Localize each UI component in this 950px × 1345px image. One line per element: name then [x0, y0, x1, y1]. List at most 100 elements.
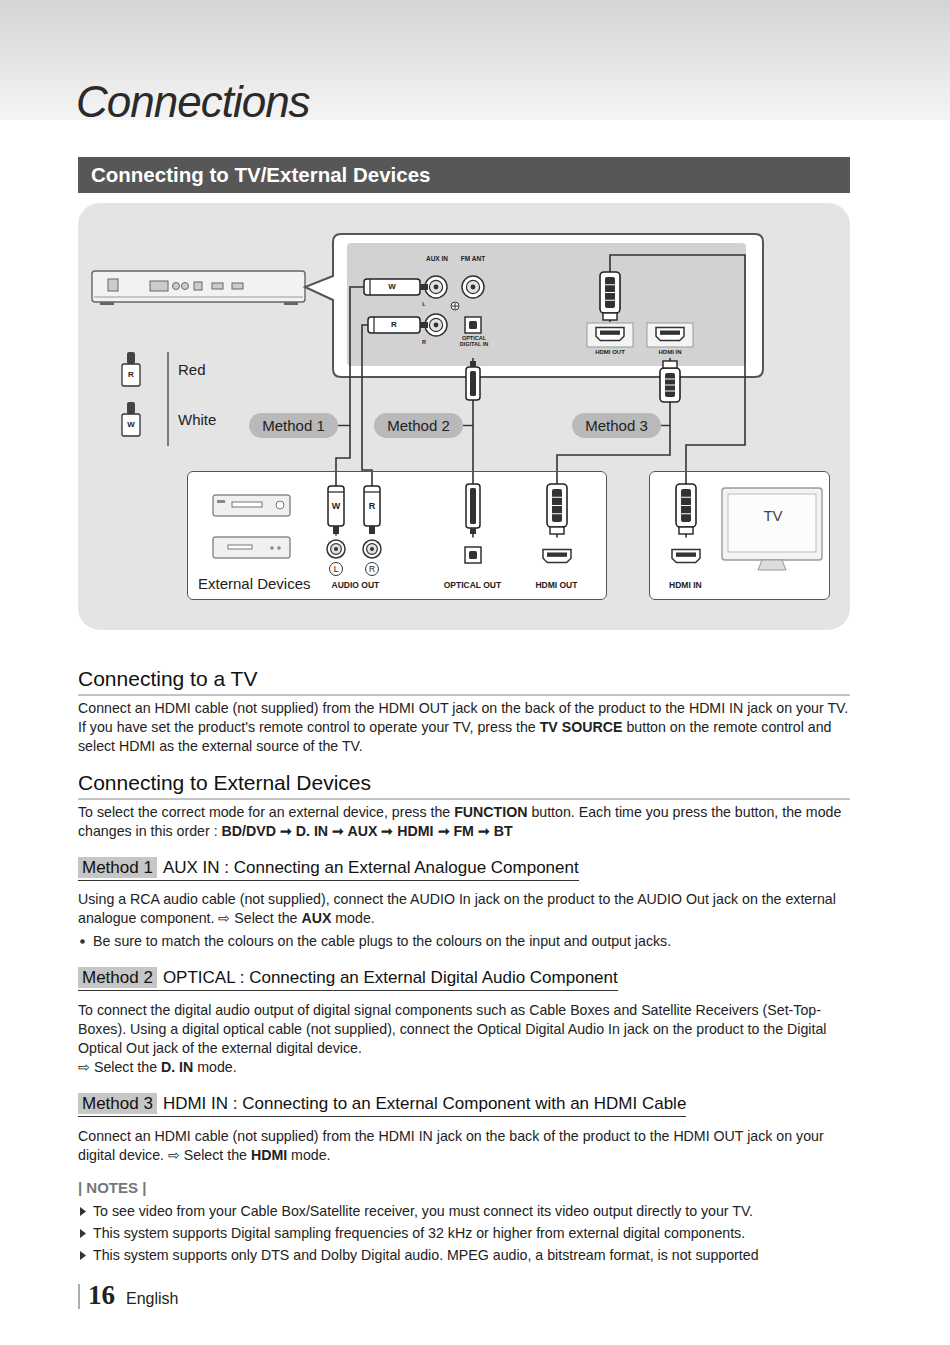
label-stub — [661, 425, 670, 426]
hdmi-plug-ridge — [681, 513, 691, 514]
rear-panel — [347, 243, 746, 366]
hdmi-plug-grip — [665, 373, 675, 397]
tv-illustration — [722, 488, 822, 570]
text: This system supports Digital sampling fr… — [93, 1225, 745, 1241]
node-label: HDMI OUT — [524, 581, 588, 590]
text-block: ⇨ Select the D. IN mode. — [78, 1058, 850, 1077]
tv-stand — [758, 560, 786, 570]
hdmi-plug-ridge — [552, 513, 562, 514]
plug-letter: W — [387, 283, 397, 291]
rca-jack — [425, 276, 447, 298]
node-label: OPTICAL OUT — [439, 581, 505, 590]
hdmi-tile — [587, 323, 633, 347]
rca-plug — [364, 279, 420, 295]
hdmi-jack-slot — [676, 553, 696, 557]
rca-plug-collar — [369, 279, 370, 295]
tv-screen — [728, 494, 816, 552]
rca-jack-pin — [471, 285, 476, 290]
diagram-title: Connecting to TV/External Devices — [91, 157, 430, 193]
text-block: Connect an HDMI cable (not supplied) fro… — [78, 1127, 850, 1165]
label-stub — [463, 425, 473, 426]
plug-letter: W — [331, 502, 342, 511]
optical-in-jack: OPTICAL DIGITAL IN — [457, 307, 491, 358]
rca-plug — [368, 317, 420, 333]
optical-jack-port — [469, 551, 477, 559]
legend-plug-pin — [127, 402, 135, 414]
cable-connector — [557, 358, 670, 537]
method-label: Method 3 — [572, 413, 661, 438]
node-label: HDMI IN — [653, 581, 717, 590]
text-block: To see video from your Cable Box/Satelli… — [93, 1202, 850, 1221]
hdmi-plug-ridge — [552, 497, 562, 498]
note-marker — [80, 1251, 86, 1260]
plug-letter: W — [126, 421, 136, 429]
optical-plug-tip — [470, 528, 476, 534]
text-block: To select the correct mode for an extern… — [78, 803, 850, 841]
product-port — [232, 283, 243, 289]
bullet — [80, 939, 85, 944]
text: mode. — [287, 1147, 330, 1163]
text: Connecting to a TV — [78, 667, 257, 690]
rca-jack — [327, 540, 345, 558]
optical-jack — [465, 317, 481, 333]
label-stub — [338, 425, 350, 426]
hdmi-plug-ridge — [665, 379, 675, 380]
rca-cable-red — [362, 325, 372, 486]
rca-jack-ring — [367, 544, 378, 555]
emphasis: BD/DVD ➞ D. IN ➞ AUX ➞ HDMI ➞ FM ➞ BT — [222, 823, 513, 839]
legend-text: Red — [178, 361, 206, 378]
rca-jack-pin — [370, 547, 374, 551]
hdmi-plug-tip — [679, 527, 693, 534]
hdmi-jack — [543, 550, 571, 563]
node-label: AUDIO OUT — [321, 581, 389, 590]
text: To see video from your Cable Box/Satelli… — [93, 1203, 753, 1219]
hdmi-in-jack: HDMI IN — [645, 322, 695, 358]
player-button — [277, 546, 281, 550]
hdmi-jack — [596, 328, 624, 341]
channel-label: R — [369, 565, 375, 574]
hdmi-plug-ridge — [681, 505, 691, 506]
emphasis: D. IN — [161, 1059, 193, 1075]
section-heading: Connecting to External Devices — [78, 771, 850, 800]
external-devices-box: External DevicesAUDIO OUTOPTICAL OUTHDMI… — [187, 471, 607, 600]
tv-box: TVHDMI IN — [649, 471, 830, 600]
plug-letter: R — [127, 371, 135, 379]
text-block: Using a RCA audio cable (not supplied), … — [78, 890, 850, 928]
legend-text: White — [178, 411, 216, 428]
method-tag: Method 3 — [78, 1093, 157, 1114]
channel-label: L — [334, 565, 339, 574]
jack-label: FM ANT — [461, 256, 485, 263]
text-block: 16 — [88, 1282, 128, 1309]
hdmi-plug-grip — [605, 277, 615, 308]
title-bar — [78, 157, 850, 193]
text: mode. — [331, 910, 374, 926]
rca-jack-pin — [334, 547, 338, 551]
external-devices-ground — [187, 471, 607, 600]
method-tag: Method 1 — [78, 857, 157, 878]
channel-ring — [330, 563, 343, 576]
player-button — [217, 500, 225, 503]
tv-ground — [649, 471, 830, 600]
hdmi-plug-ridge — [552, 505, 562, 506]
player-slot — [228, 545, 252, 549]
page-header: Connections — [76, 80, 476, 124]
rca-plug — [364, 486, 380, 526]
diagram-panel — [78, 203, 850, 630]
product-port — [182, 283, 189, 290]
hdmi-jack-slot — [547, 553, 567, 557]
optical-plug-tip — [470, 361, 476, 367]
external-device-illustration — [213, 495, 290, 558]
emphasis: AUX — [301, 910, 331, 926]
text: Connect an HDMI cable (not supplied) fro… — [78, 1128, 824, 1163]
hdmi-plug-tip — [663, 361, 677, 368]
hdmi-plug — [600, 272, 620, 313]
text: Using a RCA audio cable (not supplied), … — [78, 891, 836, 926]
product-illustration — [92, 271, 305, 305]
hdmi-jack — [672, 550, 700, 563]
cable — [610, 255, 745, 537]
player — [213, 537, 290, 558]
rca-plug-tip — [369, 526, 375, 534]
optical-plug — [466, 367, 480, 400]
hdmi-out-jack: HDMI OUT — [524, 537, 588, 595]
